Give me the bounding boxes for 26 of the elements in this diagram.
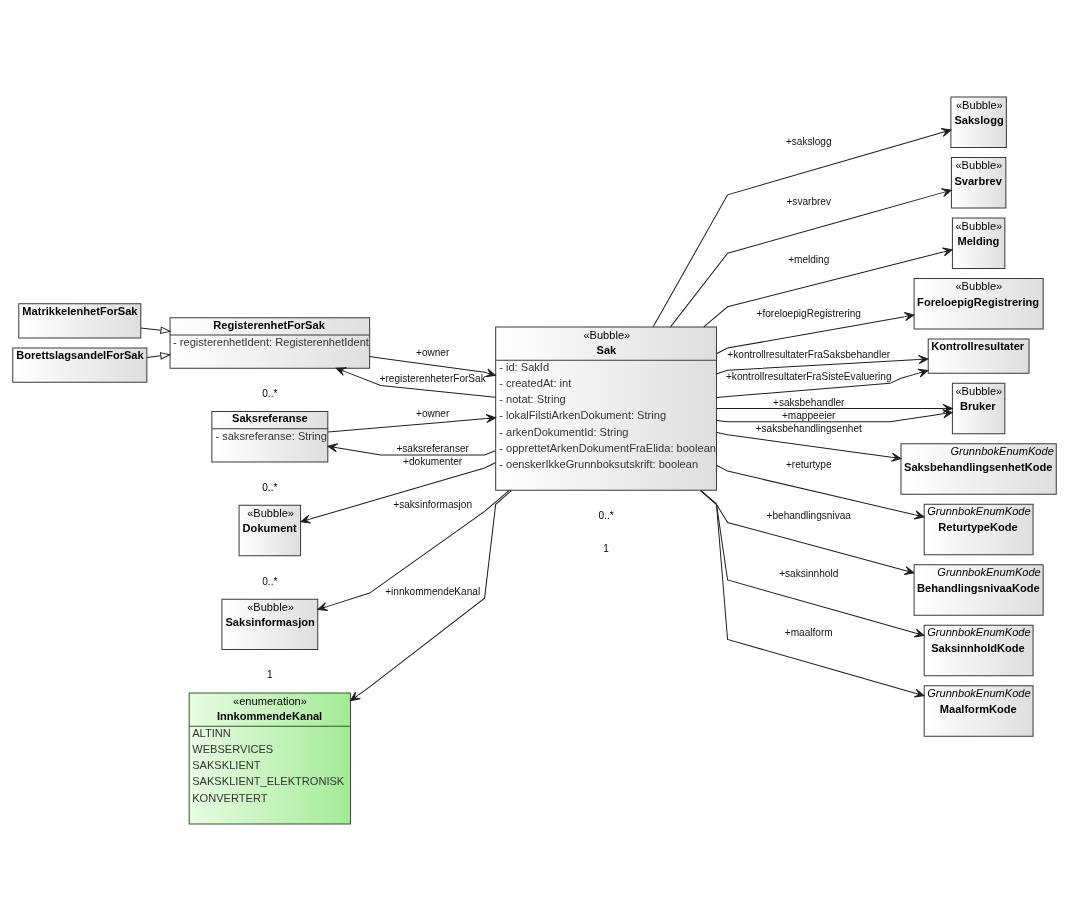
edge-label: +dokumenter (403, 456, 463, 468)
edge-label: +registerenheterForSak (379, 373, 486, 385)
edge-label: +saksbehandler (773, 396, 845, 408)
edge-label: +melding (788, 254, 830, 266)
label: 1 (603, 543, 609, 555)
edge-label: +mappeeier (781, 409, 836, 421)
label: 1 (267, 669, 273, 681)
edge-label: +returtype (785, 459, 832, 471)
edge-label: +saksreferanser (396, 442, 469, 454)
label: 0..* (262, 575, 278, 587)
edge-label: +kontrollresultaterFraSisteEvaluering (725, 371, 892, 383)
edge-label: +saksinformasjon (393, 499, 473, 511)
edge-label: +owner (416, 347, 450, 359)
edge-label: +owner (416, 407, 450, 419)
label: 0..* (262, 387, 278, 399)
edge-label: +maalform (784, 627, 833, 639)
edge-label: +kontrollresultaterFraSaksbehandler (727, 349, 891, 361)
edge-label: +saksinnhold (779, 567, 839, 579)
edge-label: +svarbrev (786, 195, 831, 207)
edge-label: +saksbehandlingsenhet (755, 422, 862, 434)
edge-label: +foreloepigRegistrering (756, 307, 861, 319)
label: 0..* (598, 509, 614, 521)
label: 0..* (262, 481, 278, 493)
edge-label: +sakslogg (785, 136, 832, 148)
edge-label: +innkommendeKanal (385, 586, 481, 598)
edge-label: +behandlingsnivaa (766, 510, 851, 522)
